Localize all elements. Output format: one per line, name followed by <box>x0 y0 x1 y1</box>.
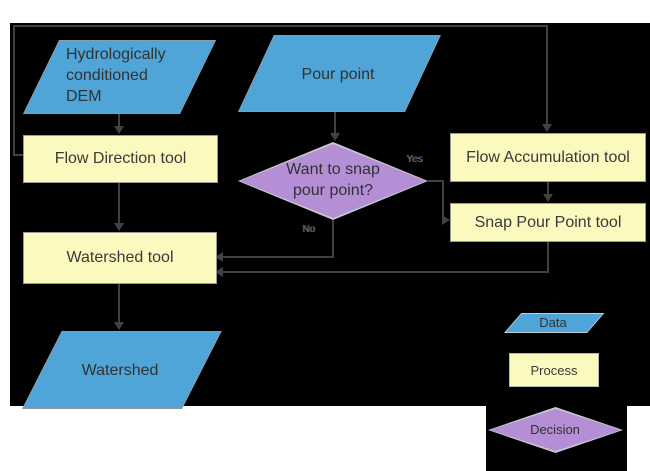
node-dem-line3: DEM <box>66 88 102 105</box>
connector-dem-to-flow-direction <box>118 112 120 127</box>
arrowhead-decision-top <box>330 133 340 141</box>
legend-decision-label: Decision <box>530 422 580 437</box>
node-snap-pour-point-label: Snap Pour Point tool <box>474 213 622 231</box>
connector-flow-direction-up <box>13 25 15 156</box>
node-decision-label: Want to snap pour point? <box>253 159 413 201</box>
node-watershed-label: Watershed <box>81 362 159 379</box>
arrowhead-watershed-tool-right-upper <box>215 252 223 262</box>
arrowhead-flow-accumulation-top <box>542 124 552 132</box>
node-dem-label: Hydrologically conditioned DEM <box>66 44 191 107</box>
arrowhead-snap-pour-point-left <box>442 215 450 225</box>
edge-label-yes: Yes <box>406 154 423 165</box>
arrowhead-flow-direction-top <box>114 126 124 134</box>
connector-decision-no-v <box>332 220 334 258</box>
connector-flow-accumulation-to-snap <box>547 180 549 196</box>
node-decision-line1: Want to snap <box>286 161 380 178</box>
node-watershed-tool-label: Watershed tool <box>66 249 174 266</box>
node-flow-accumulation: Flow Accumulation tool <box>450 133 646 182</box>
node-flow-direction-label: Flow Direction tool <box>54 150 187 167</box>
node-pour-point-label: Pour point <box>301 66 375 83</box>
node-flow-accumulation-label: Flow Accumulation tool <box>466 148 630 166</box>
node-watershed-tool: Watershed tool <box>23 232 217 284</box>
legend-data-label: Data <box>539 315 567 330</box>
connector-flow-direction-to-watershed-tool <box>118 181 120 224</box>
node-snap-pour-point: Snap Pour Point tool <box>450 203 646 242</box>
connector-top-horizontal <box>13 25 548 27</box>
connector-decision-yes-h1 <box>428 180 444 182</box>
node-dem-line1: Hydrologically <box>66 46 166 63</box>
node-decision-line2: pour point? <box>292 182 374 199</box>
connector-pour-point-to-decision <box>334 110 336 134</box>
node-flow-direction: Flow Direction tool <box>23 135 218 183</box>
edge-label-no: No <box>302 224 315 235</box>
arrowhead-watershed-top <box>114 322 124 330</box>
connector-decision-no-h <box>222 256 334 258</box>
arrowhead-snap-pour-point-top <box>543 194 553 202</box>
connector-decision-yes-v <box>442 180 444 219</box>
arrowhead-watershed-tool-top <box>114 223 124 231</box>
connector-down-to-flow-accumulation <box>546 25 548 125</box>
legend-process-shape: Process <box>509 353 599 387</box>
node-dem-line2: conditioned <box>66 67 148 84</box>
legend-process-label: Process <box>530 362 578 378</box>
arrowhead-watershed-tool-right-lower <box>215 267 223 277</box>
connector-watershed-tool-to-watershed <box>118 282 120 324</box>
connector-snap-to-watershed-tool-h <box>222 271 549 273</box>
connector-snap-to-watershed-tool-v <box>547 240 549 273</box>
connector-flow-direction-out-left <box>13 154 23 156</box>
